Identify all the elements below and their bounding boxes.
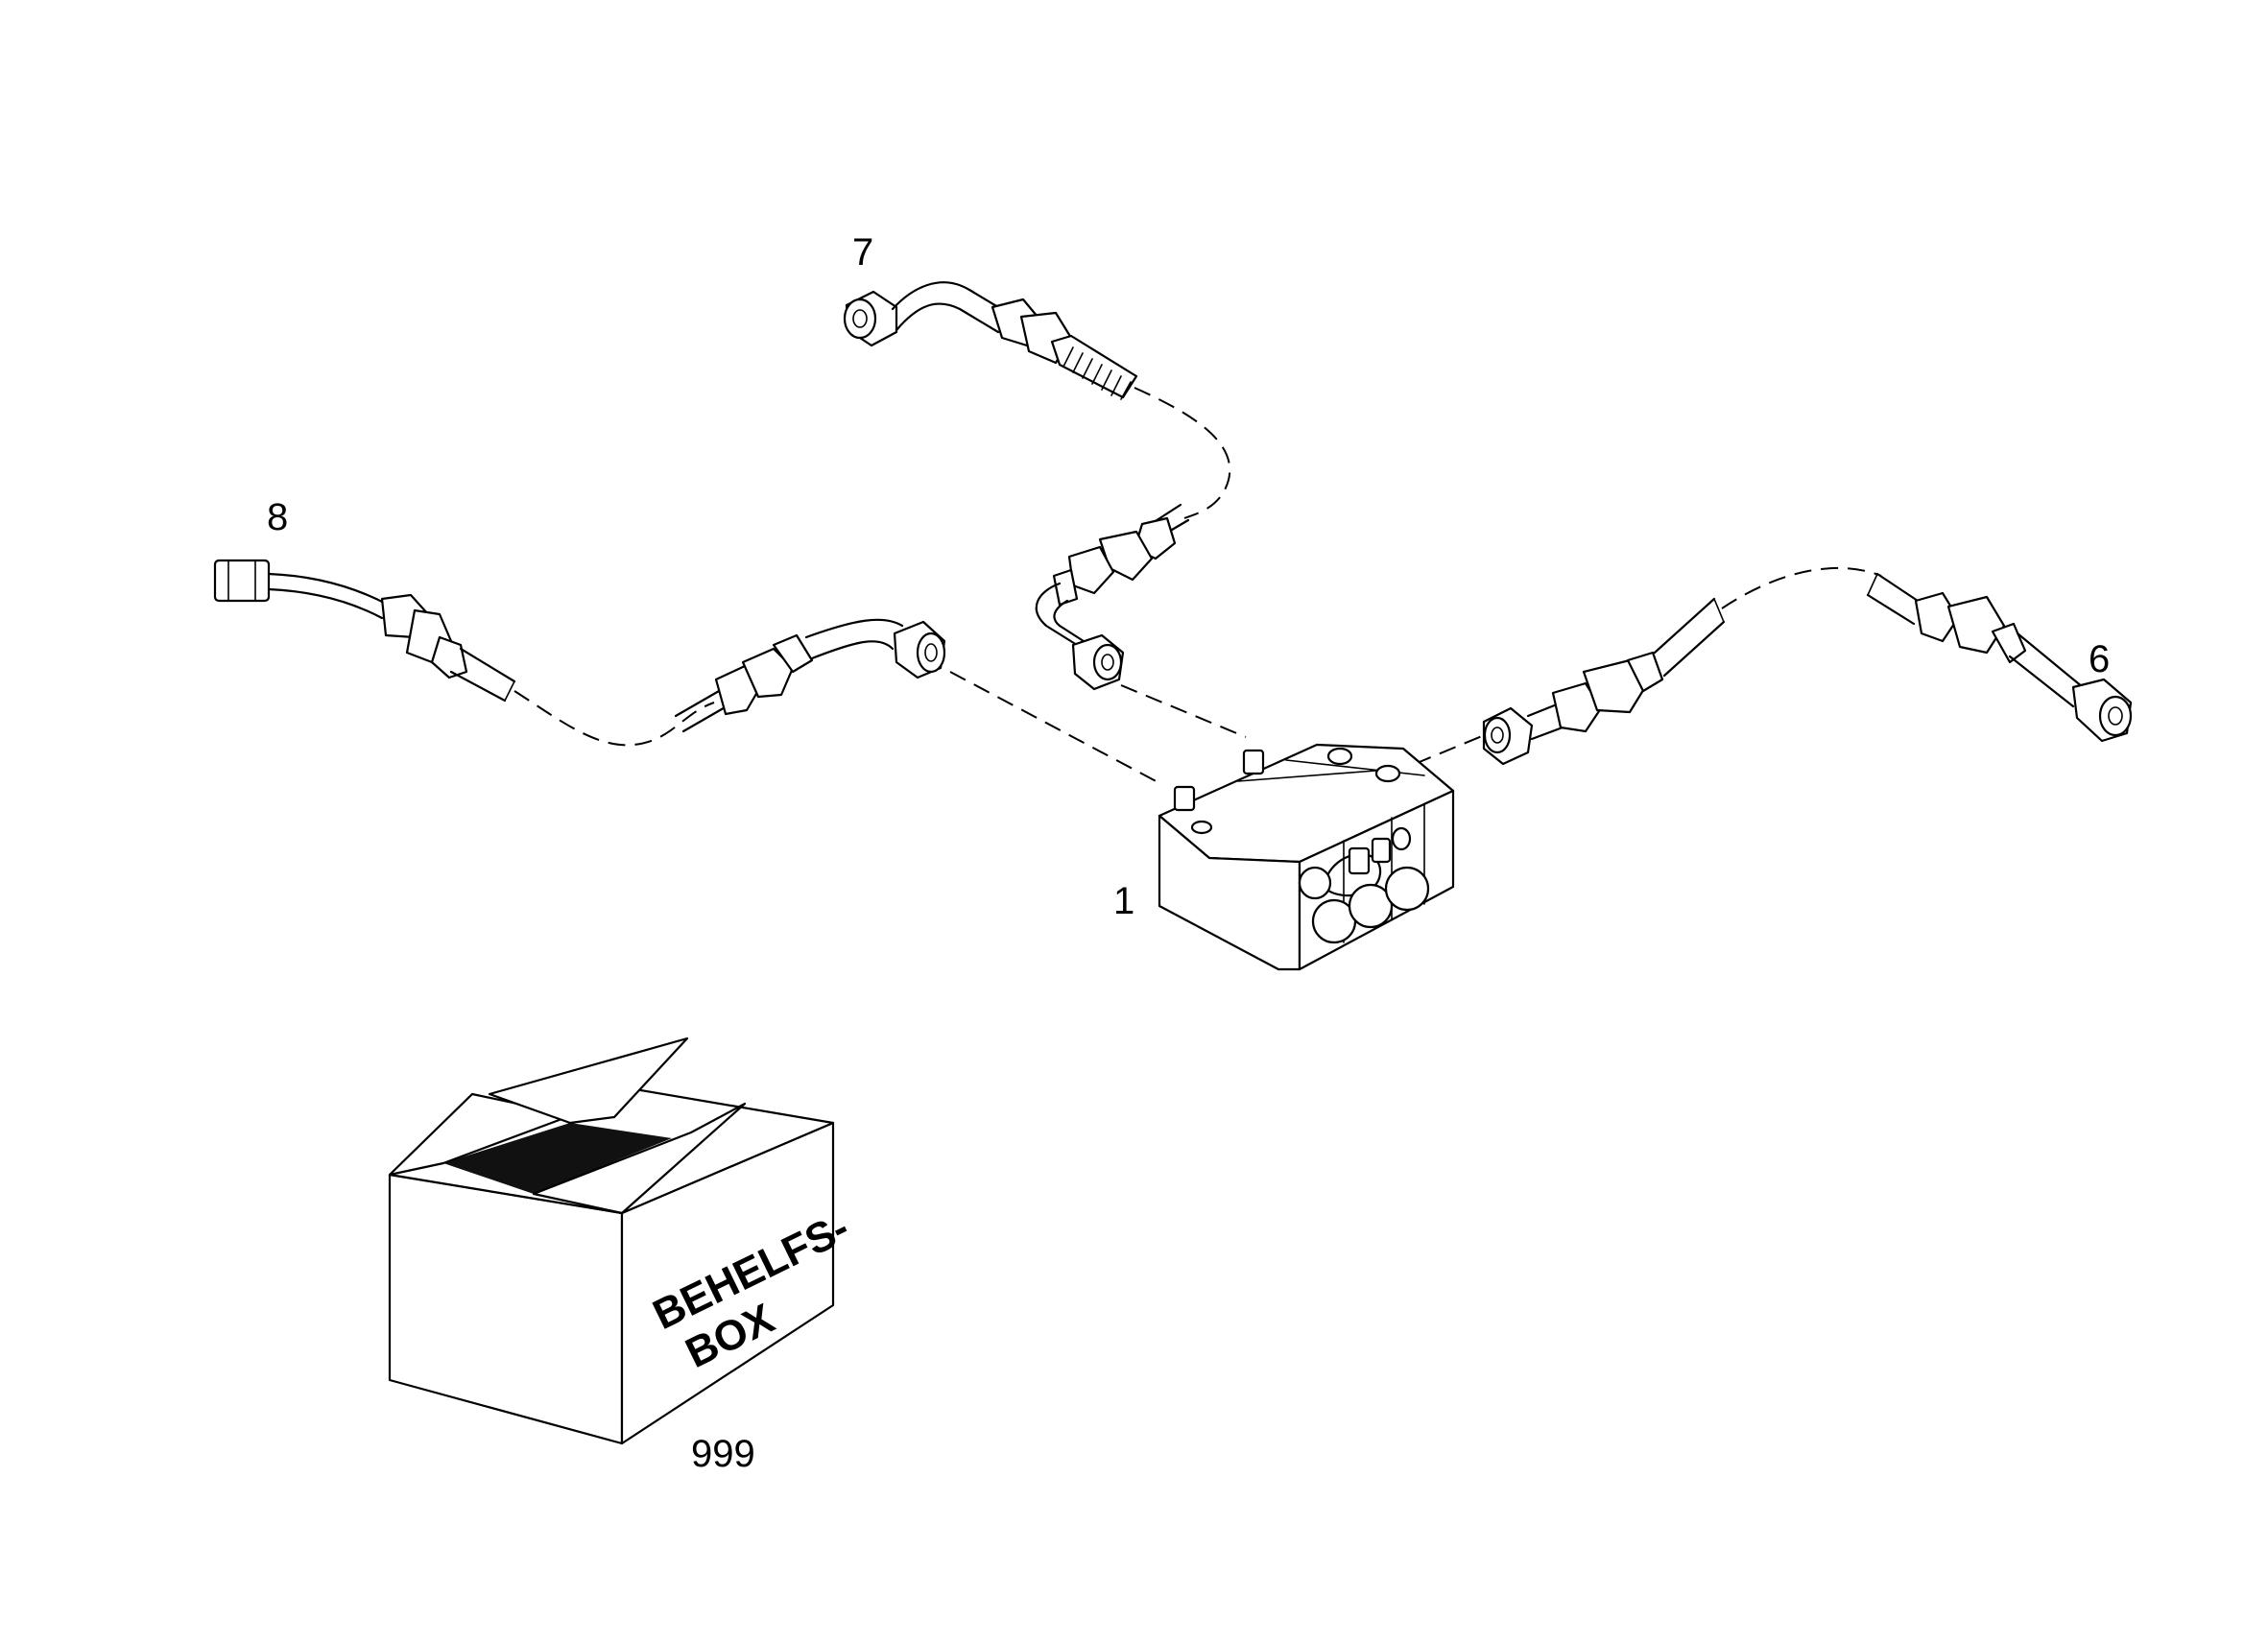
callout-7: 7 xyxy=(852,231,873,274)
callout-6: 6 xyxy=(2089,638,2110,680)
pipe-assembly-8: 8 xyxy=(213,496,946,747)
callout-8: 8 xyxy=(267,496,288,538)
dashed-link-8 xyxy=(949,671,1164,786)
dashed-link-7 xyxy=(1120,684,1247,738)
pipe-assembly-7: 7 xyxy=(843,231,1231,691)
valve-block-1: 1 xyxy=(1113,743,1455,971)
behelfs-box-999: BEHELFS- BOX 999 xyxy=(388,1036,856,1475)
callout-1: 1 xyxy=(1113,880,1134,922)
pipe-assembly-6: 6 xyxy=(1482,567,2133,766)
callout-999: 999 xyxy=(691,1433,755,1475)
dashed-link-6 xyxy=(1414,730,1494,765)
